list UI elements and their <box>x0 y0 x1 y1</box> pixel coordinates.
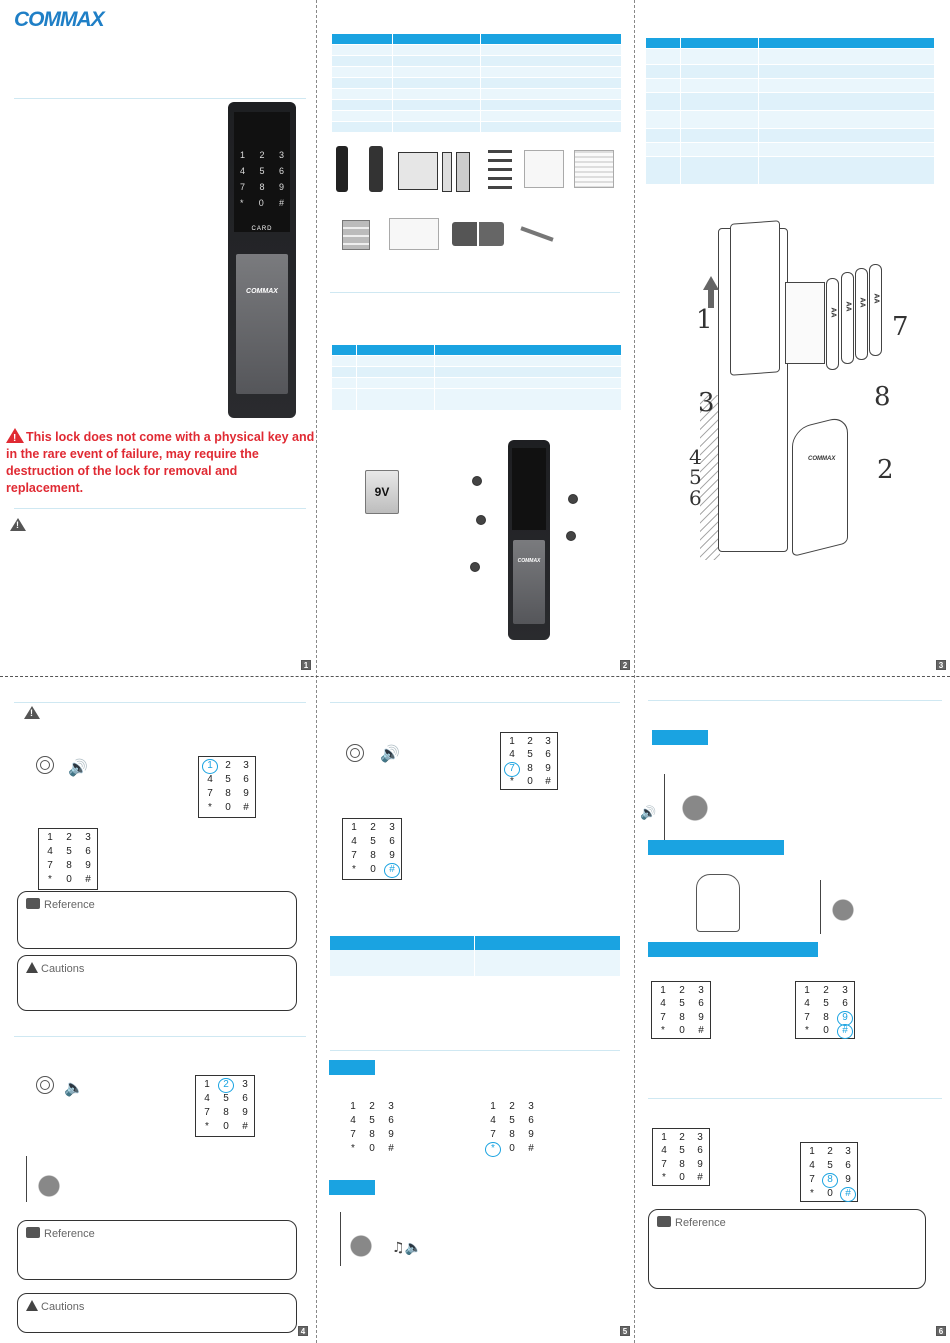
hand-on-lock-image <box>820 880 868 934</box>
section-tag <box>652 730 708 745</box>
fold-line <box>0 676 950 677</box>
door-frame <box>700 395 720 560</box>
touch-icon <box>36 1076 58 1100</box>
part-remote <box>369 146 383 192</box>
part-strike-plate <box>456 152 470 192</box>
part-strike <box>442 152 452 192</box>
spec-table-1 <box>332 34 621 132</box>
part-screws <box>488 150 512 192</box>
reference-box: Reference <box>17 891 297 949</box>
callout-1: 1 <box>696 305 713 335</box>
page-number: 6 <box>936 1326 946 1336</box>
speaker-icon: 🔊 <box>380 744 400 763</box>
touch-icon <box>346 744 368 768</box>
page-number: 4 <box>298 1326 308 1336</box>
callout-4: 4 <box>689 445 702 469</box>
brand-logo: COMMAX <box>14 8 105 31</box>
music-sound-icon: ♫🔈 <box>392 1240 422 1256</box>
fold-line <box>634 0 635 1343</box>
spec-table-3 <box>646 38 934 184</box>
page-number: 5 <box>620 1326 630 1336</box>
callout-2: 2 <box>877 455 894 485</box>
callout-6: 6 <box>689 486 702 510</box>
fold-line <box>316 0 317 1343</box>
caution-icon <box>10 518 26 531</box>
reference-box: Reference <box>648 1209 926 1289</box>
section-tag <box>648 942 818 957</box>
hand-on-lock-image <box>26 1156 74 1202</box>
part-drill-template <box>389 218 439 250</box>
warning-notice: This lock does not come with a physical … <box>6 428 316 497</box>
callout-5: 5 <box>689 465 702 489</box>
warning-icon <box>6 428 24 447</box>
caution-icon <box>24 706 40 719</box>
part-mortise <box>398 152 438 190</box>
cautions-box: Cautions <box>17 1293 297 1333</box>
door-lock-front-image: COMMAX <box>508 440 550 640</box>
section-tag <box>648 840 784 855</box>
part-remote <box>336 146 348 192</box>
battery-cover <box>730 220 780 376</box>
battery-compartment <box>785 282 825 364</box>
card-label: CARD <box>251 226 273 232</box>
hand-on-lock-image <box>664 774 730 840</box>
callout-8: 8 <box>874 382 891 412</box>
speaker-icon: 🔊 <box>640 806 657 821</box>
page-number: 2 <box>620 660 630 670</box>
section-tag <box>329 1180 375 1195</box>
callout-3: 3 <box>698 388 715 418</box>
part-manual <box>574 150 614 188</box>
handle-image <box>792 415 848 557</box>
part-tool <box>520 226 554 242</box>
handle-pull-image <box>696 874 740 932</box>
page-number: 1 <box>301 660 311 670</box>
section-tag <box>329 1060 375 1075</box>
battery-9v-image: 9V <box>365 470 399 514</box>
part-batteries <box>342 220 370 250</box>
spec-table-4 <box>330 936 620 978</box>
hand-on-lock-image <box>340 1212 384 1266</box>
part-cards <box>452 222 504 246</box>
arrow-up-icon <box>703 276 719 290</box>
speaker-icon: 🔈 <box>64 1078 84 1097</box>
spec-table-2 <box>332 345 621 410</box>
speaker-icon: 🔊 <box>68 758 88 777</box>
cautions-box: Cautions <box>17 955 297 1011</box>
touch-icon <box>36 756 58 780</box>
callout-7: 7 <box>892 312 909 342</box>
page-number: 3 <box>936 660 946 670</box>
reference-box: Reference <box>17 1220 297 1280</box>
part-template <box>524 150 564 188</box>
